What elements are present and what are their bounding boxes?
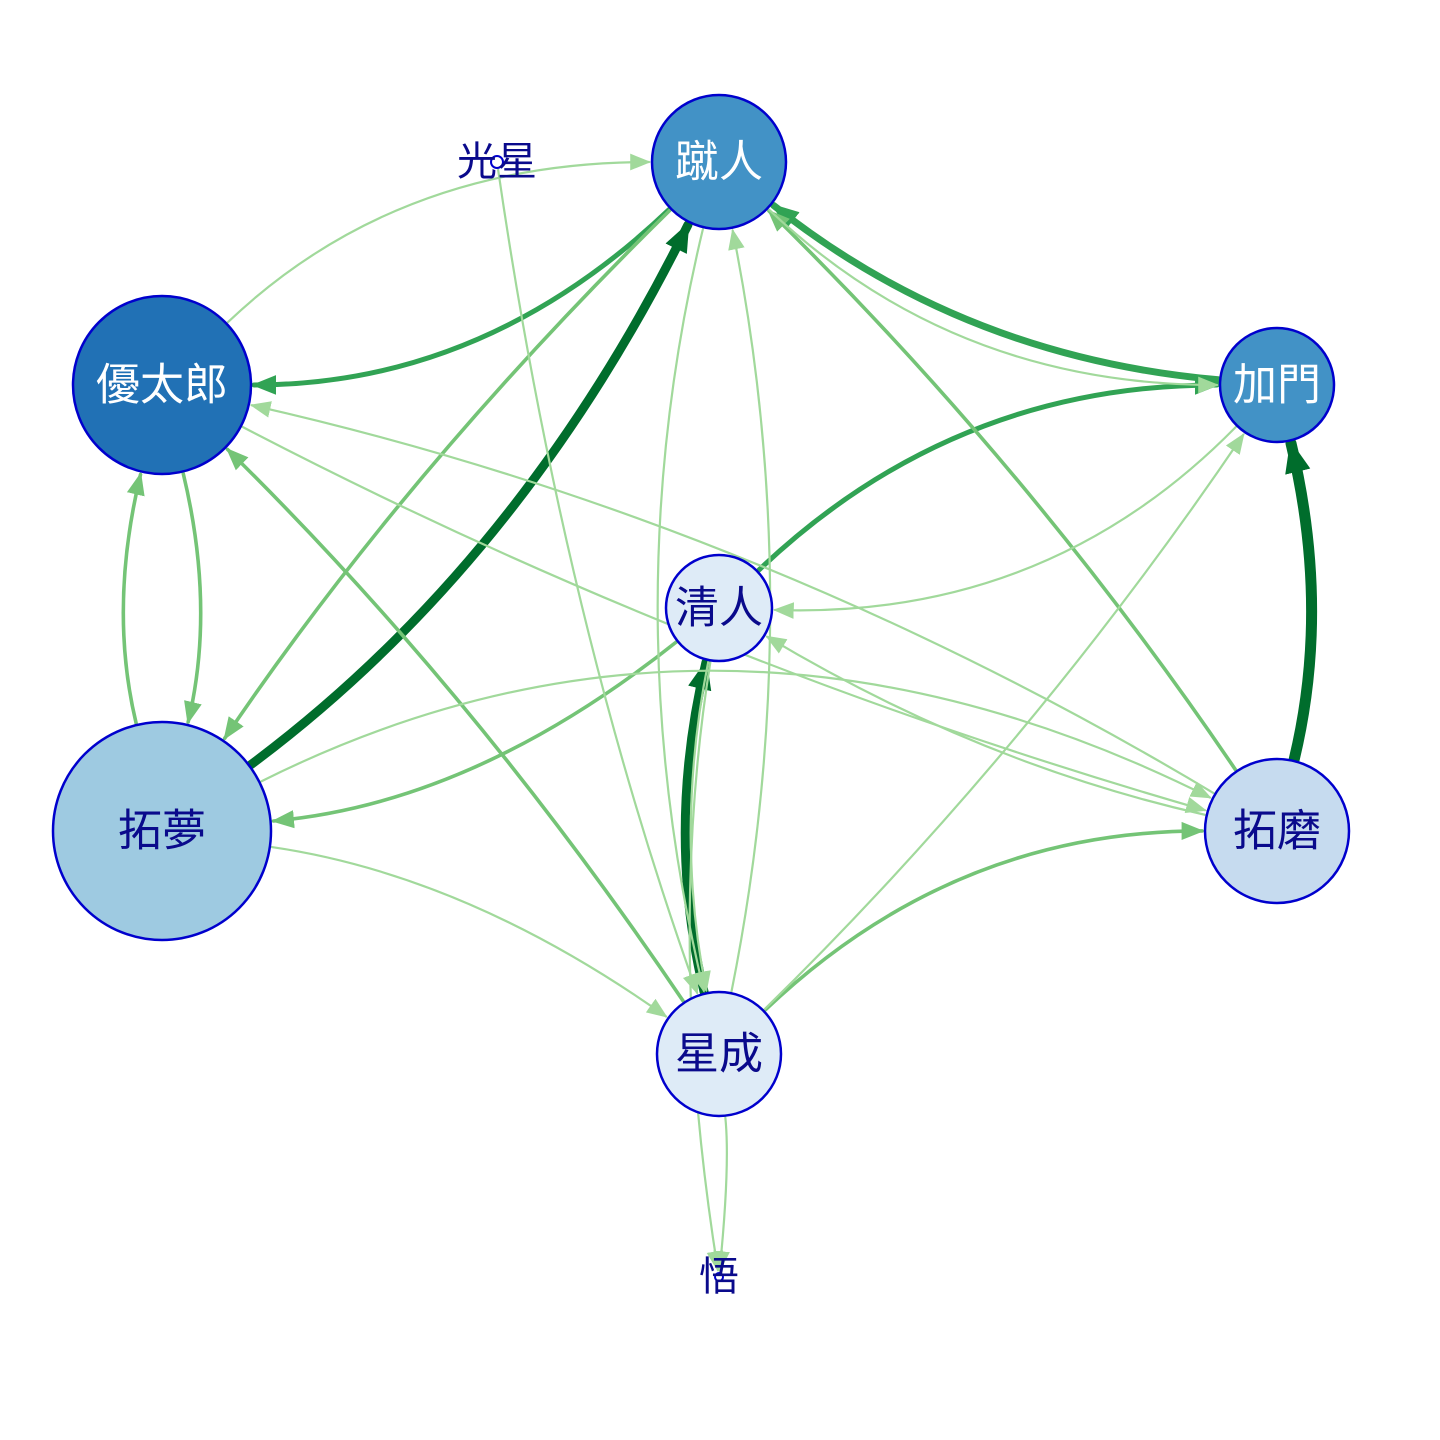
edge-takuma-to-kiyoto	[765, 635, 1206, 816]
node-kamon[interactable]: 加門	[1218, 326, 1336, 444]
edge-shuto-to-kamon	[767, 208, 1220, 394]
edge-takuma-to-yutaro	[249, 401, 1215, 795]
node-circle-kosei	[490, 155, 504, 169]
node-takuma[interactable]: 拓磨	[1203, 757, 1351, 905]
edge-seina-to-takuma	[763, 821, 1205, 1012]
edge-takumu-to-yutaro	[121, 472, 145, 725]
edge-takumu-to-shuto	[246, 220, 693, 770]
node-circle-kamon	[1218, 326, 1336, 444]
node-kiyoto[interactable]: 清人	[664, 553, 774, 663]
edge-kiyoto-to-seina	[689, 660, 711, 993]
node-kosei[interactable]: 光星	[457, 139, 537, 185]
node-label-takumu: 拓夢	[118, 806, 206, 857]
edge-kiyoto-to-takumu	[271, 640, 678, 829]
edge-seina-to-satoru	[713, 1116, 730, 1273]
edge-kiyoto-to-satoru	[688, 661, 724, 1273]
node-shuto[interactable]: 蹴人	[650, 93, 788, 231]
node-circle-yutaro	[71, 294, 253, 476]
node-yutaro[interactable]: 優太郎	[71, 294, 253, 476]
node-satoru[interactable]: 悟	[699, 1254, 739, 1300]
edge-yutaro-to-takumu	[181, 471, 203, 725]
node-circle-shuto	[650, 93, 788, 231]
edge-takuma-to-kamon	[1285, 437, 1318, 765]
node-label-kiyoto: 清人	[675, 583, 763, 634]
edge-kiyoto-to-kamon	[756, 375, 1220, 573]
node-label-takuma: 拓磨	[1233, 806, 1321, 857]
node-label-seina: 星成	[675, 1029, 763, 1080]
node-label-satoru: 悟	[699, 1254, 739, 1300]
node-circle-kiyoto	[664, 553, 774, 663]
node-label-yutaro: 優太郎	[96, 360, 228, 411]
edges-layer	[121, 153, 1318, 1273]
node-takumu[interactable]: 拓夢	[51, 720, 273, 942]
node-circle-takumu	[51, 720, 273, 942]
edge-shuto-to-yutaro	[251, 207, 672, 395]
edge-seina-to-kamon	[763, 432, 1245, 1011]
node-label-kamon: 加門	[1233, 360, 1321, 411]
edge-takumu-to-seina	[270, 845, 668, 1018]
node-circle-seina	[655, 990, 783, 1118]
edge-kosei-to-seina	[497, 168, 699, 995]
node-seina[interactable]: 星成	[655, 990, 783, 1118]
node-circle-satoru	[714, 1272, 724, 1282]
edge-shuto-to-seina	[656, 227, 708, 993]
edge-takuma-to-shuto	[767, 209, 1238, 772]
edge-seina-to-yutaro	[225, 447, 685, 1003]
edge-kamon-to-kiyoto	[772, 426, 1237, 619]
node-label-shuto: 蹴人	[675, 137, 763, 188]
node-circle-takuma	[1203, 757, 1351, 905]
edge-shuto-to-takumu	[222, 208, 672, 741]
node-label-kosei: 光星	[457, 139, 537, 185]
edge-kamon-to-shuto	[770, 202, 1222, 384]
edge-yutaro-to-shuto	[226, 153, 652, 324]
edge-takumu-to-takuma	[260, 669, 1212, 799]
